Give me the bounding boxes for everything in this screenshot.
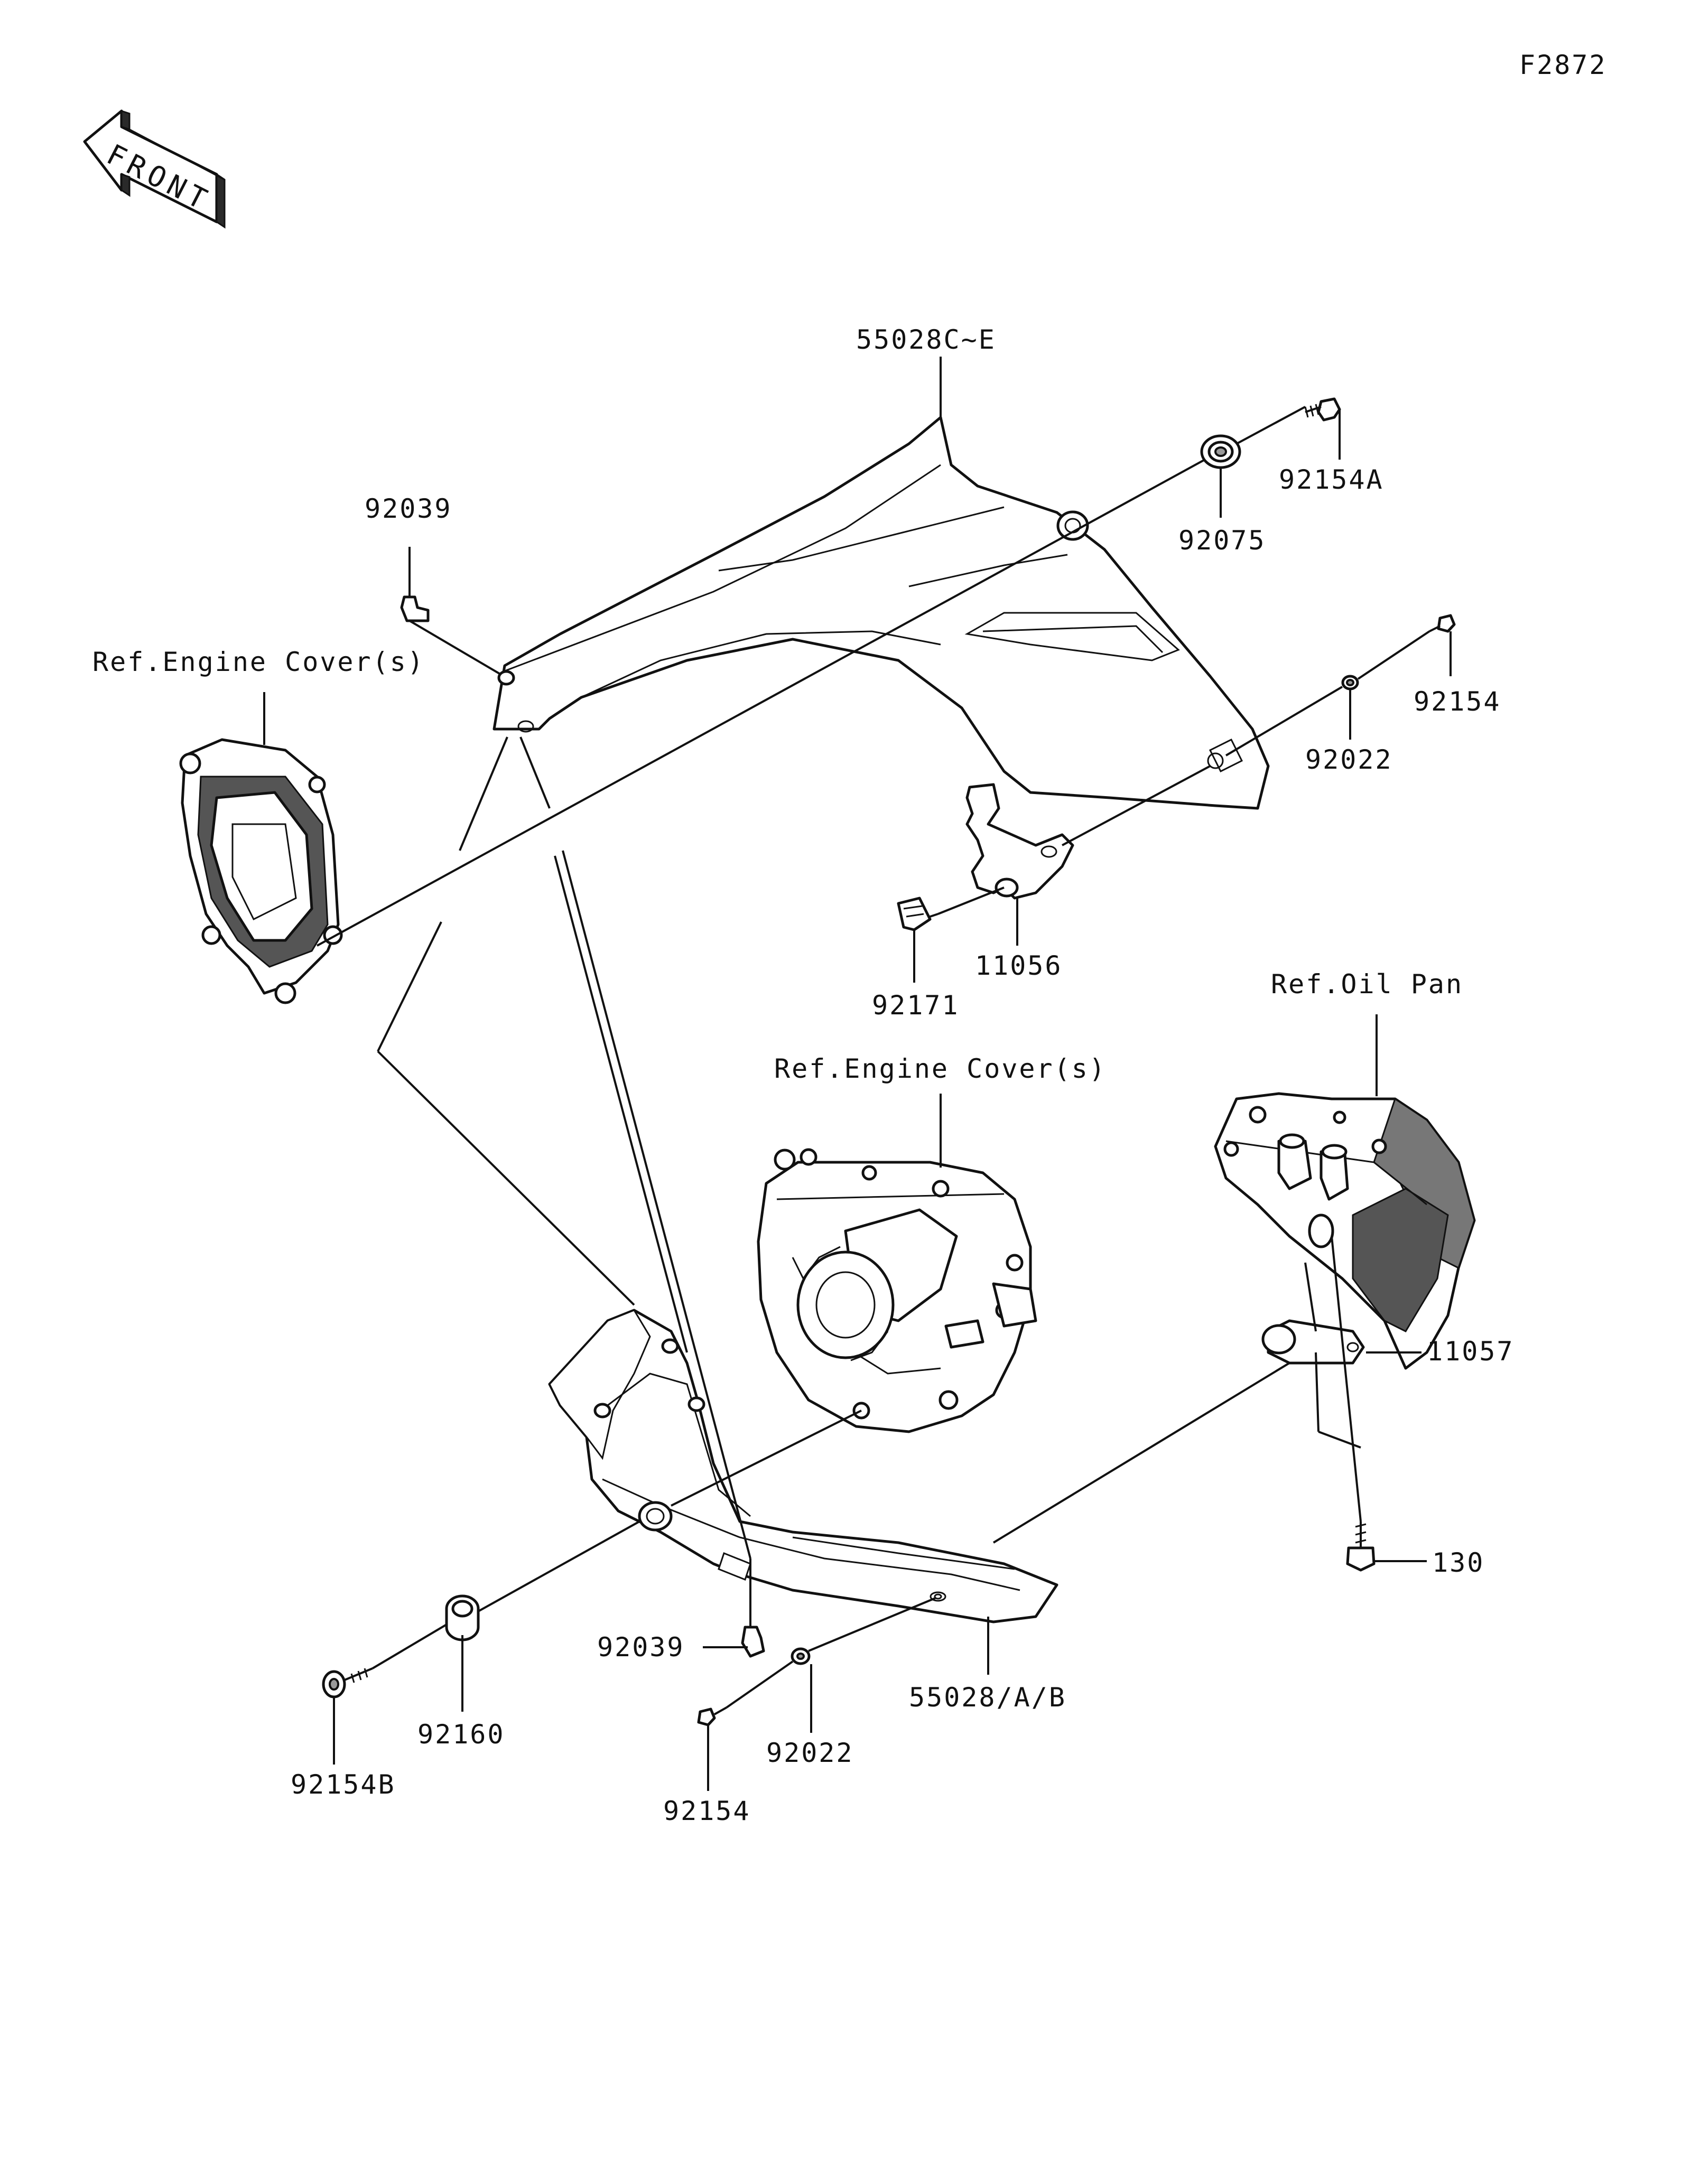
label-bolt-b: 92154B bbox=[291, 1769, 396, 1800]
label-clip-upper: 92039 bbox=[365, 493, 452, 524]
label-upper-cowl: 55028C~E bbox=[856, 324, 996, 355]
label-bolt-upper-right: 92154 bbox=[1414, 686, 1501, 717]
label-ref-oil-pan: Ref.Oil Pan bbox=[1271, 969, 1463, 1000]
bolt-a-part bbox=[1304, 397, 1341, 422]
label-lower-cowl: 55028/A/B bbox=[909, 1682, 1066, 1713]
bracket-lower-part bbox=[1261, 1319, 1365, 1365]
label-damper-lower: 92160 bbox=[417, 1719, 505, 1750]
engine-cover-left bbox=[179, 738, 343, 1004]
washer-upper-part bbox=[1341, 675, 1359, 690]
bolt-b-part bbox=[322, 1667, 373, 1698]
clip-upper-part bbox=[400, 581, 430, 622]
label-bolt-a: 92154A bbox=[1279, 464, 1384, 495]
bracket-upper-part bbox=[965, 783, 1074, 900]
label-bracket-upper: 11056 bbox=[975, 950, 1063, 981]
bolt-lower-part bbox=[697, 1706, 727, 1726]
damper-upper-part bbox=[1200, 434, 1241, 469]
label-ref-engine-cover-center: Ref.Engine Cover(s) bbox=[774, 1053, 1107, 1084]
upper-cowl bbox=[493, 416, 1270, 810]
label-bracket-lower: 11057 bbox=[1427, 1336, 1515, 1367]
oil-pan bbox=[1214, 1092, 1476, 1370]
washer-lower-part bbox=[791, 1647, 811, 1665]
bolt-upper-right-part bbox=[1429, 614, 1456, 633]
lower-cowl bbox=[548, 1309, 1058, 1623]
callout-leaders bbox=[263, 357, 1452, 1791]
figure-code: F2872 bbox=[1519, 50, 1607, 80]
engine-cover-center bbox=[757, 1148, 1037, 1433]
label-washer-upper: 92022 bbox=[1305, 744, 1393, 775]
label-washer-lower: 92022 bbox=[766, 1738, 854, 1768]
label-nut-clip: 92171 bbox=[872, 990, 960, 1021]
label-bolt-lower: 92154 bbox=[663, 1796, 751, 1826]
label-clip-lower: 92039 bbox=[597, 1632, 685, 1663]
connection-lines bbox=[317, 406, 1430, 1709]
damper-lower-part bbox=[445, 1594, 480, 1641]
front-arrow-icon: FRONT bbox=[83, 109, 226, 229]
clip-lower-part bbox=[741, 1611, 765, 1658]
label-bolt-130: 130 bbox=[1432, 1547, 1484, 1578]
nut-clip-part bbox=[897, 897, 939, 931]
bolt-130-part bbox=[1346, 1522, 1376, 1572]
label-ref-engine-cover-left: Ref.Engine Cover(s) bbox=[92, 647, 425, 677]
label-damper-upper: 92075 bbox=[1178, 525, 1266, 556]
